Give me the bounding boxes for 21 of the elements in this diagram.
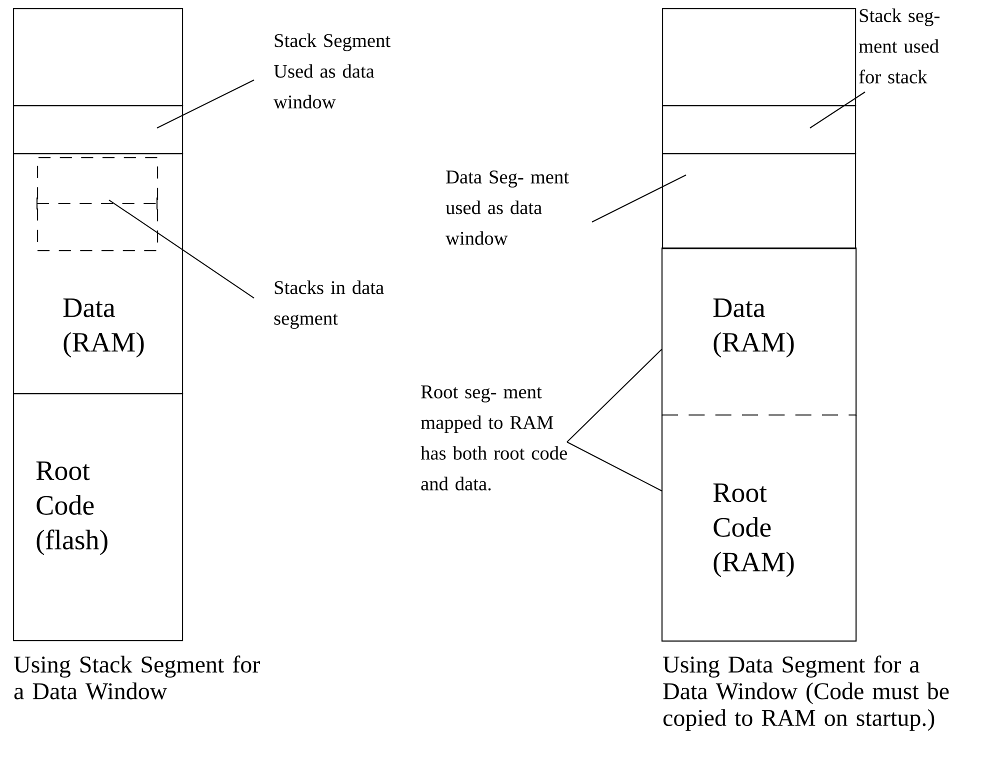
memory-segment: Data (RAM) (661, 247, 857, 416)
memory-segment (13, 105, 184, 154)
annotation-text: Stack Segment Used as data window (274, 34, 390, 108)
memory-segment: Root Code (flash) (13, 393, 184, 642)
memory-segment (662, 153, 856, 250)
stack-region (36, 157, 158, 252)
annotation-text: Root seg- ment mapped to RAM has both root code and data. (420, 386, 567, 490)
leader-line (810, 92, 866, 128)
memory-segment (13, 8, 184, 106)
leader-line (108, 200, 254, 298)
leader-line (566, 442, 662, 492)
memory-segment (662, 105, 856, 154)
leader-line (592, 174, 686, 222)
memory-segment: Data (RAM) (13, 153, 184, 394)
annotation-text: Data Seg- ment used as data window (446, 170, 569, 245)
annotation-text: Stacks in data segment (274, 280, 384, 329)
leader-line (156, 80, 254, 128)
annotation-text: Stack seg- ment used for stack (858, 8, 940, 84)
memory-segment: Root Code (RAM) (661, 414, 857, 642)
leader-line (566, 348, 662, 442)
memory-segment (662, 8, 856, 106)
